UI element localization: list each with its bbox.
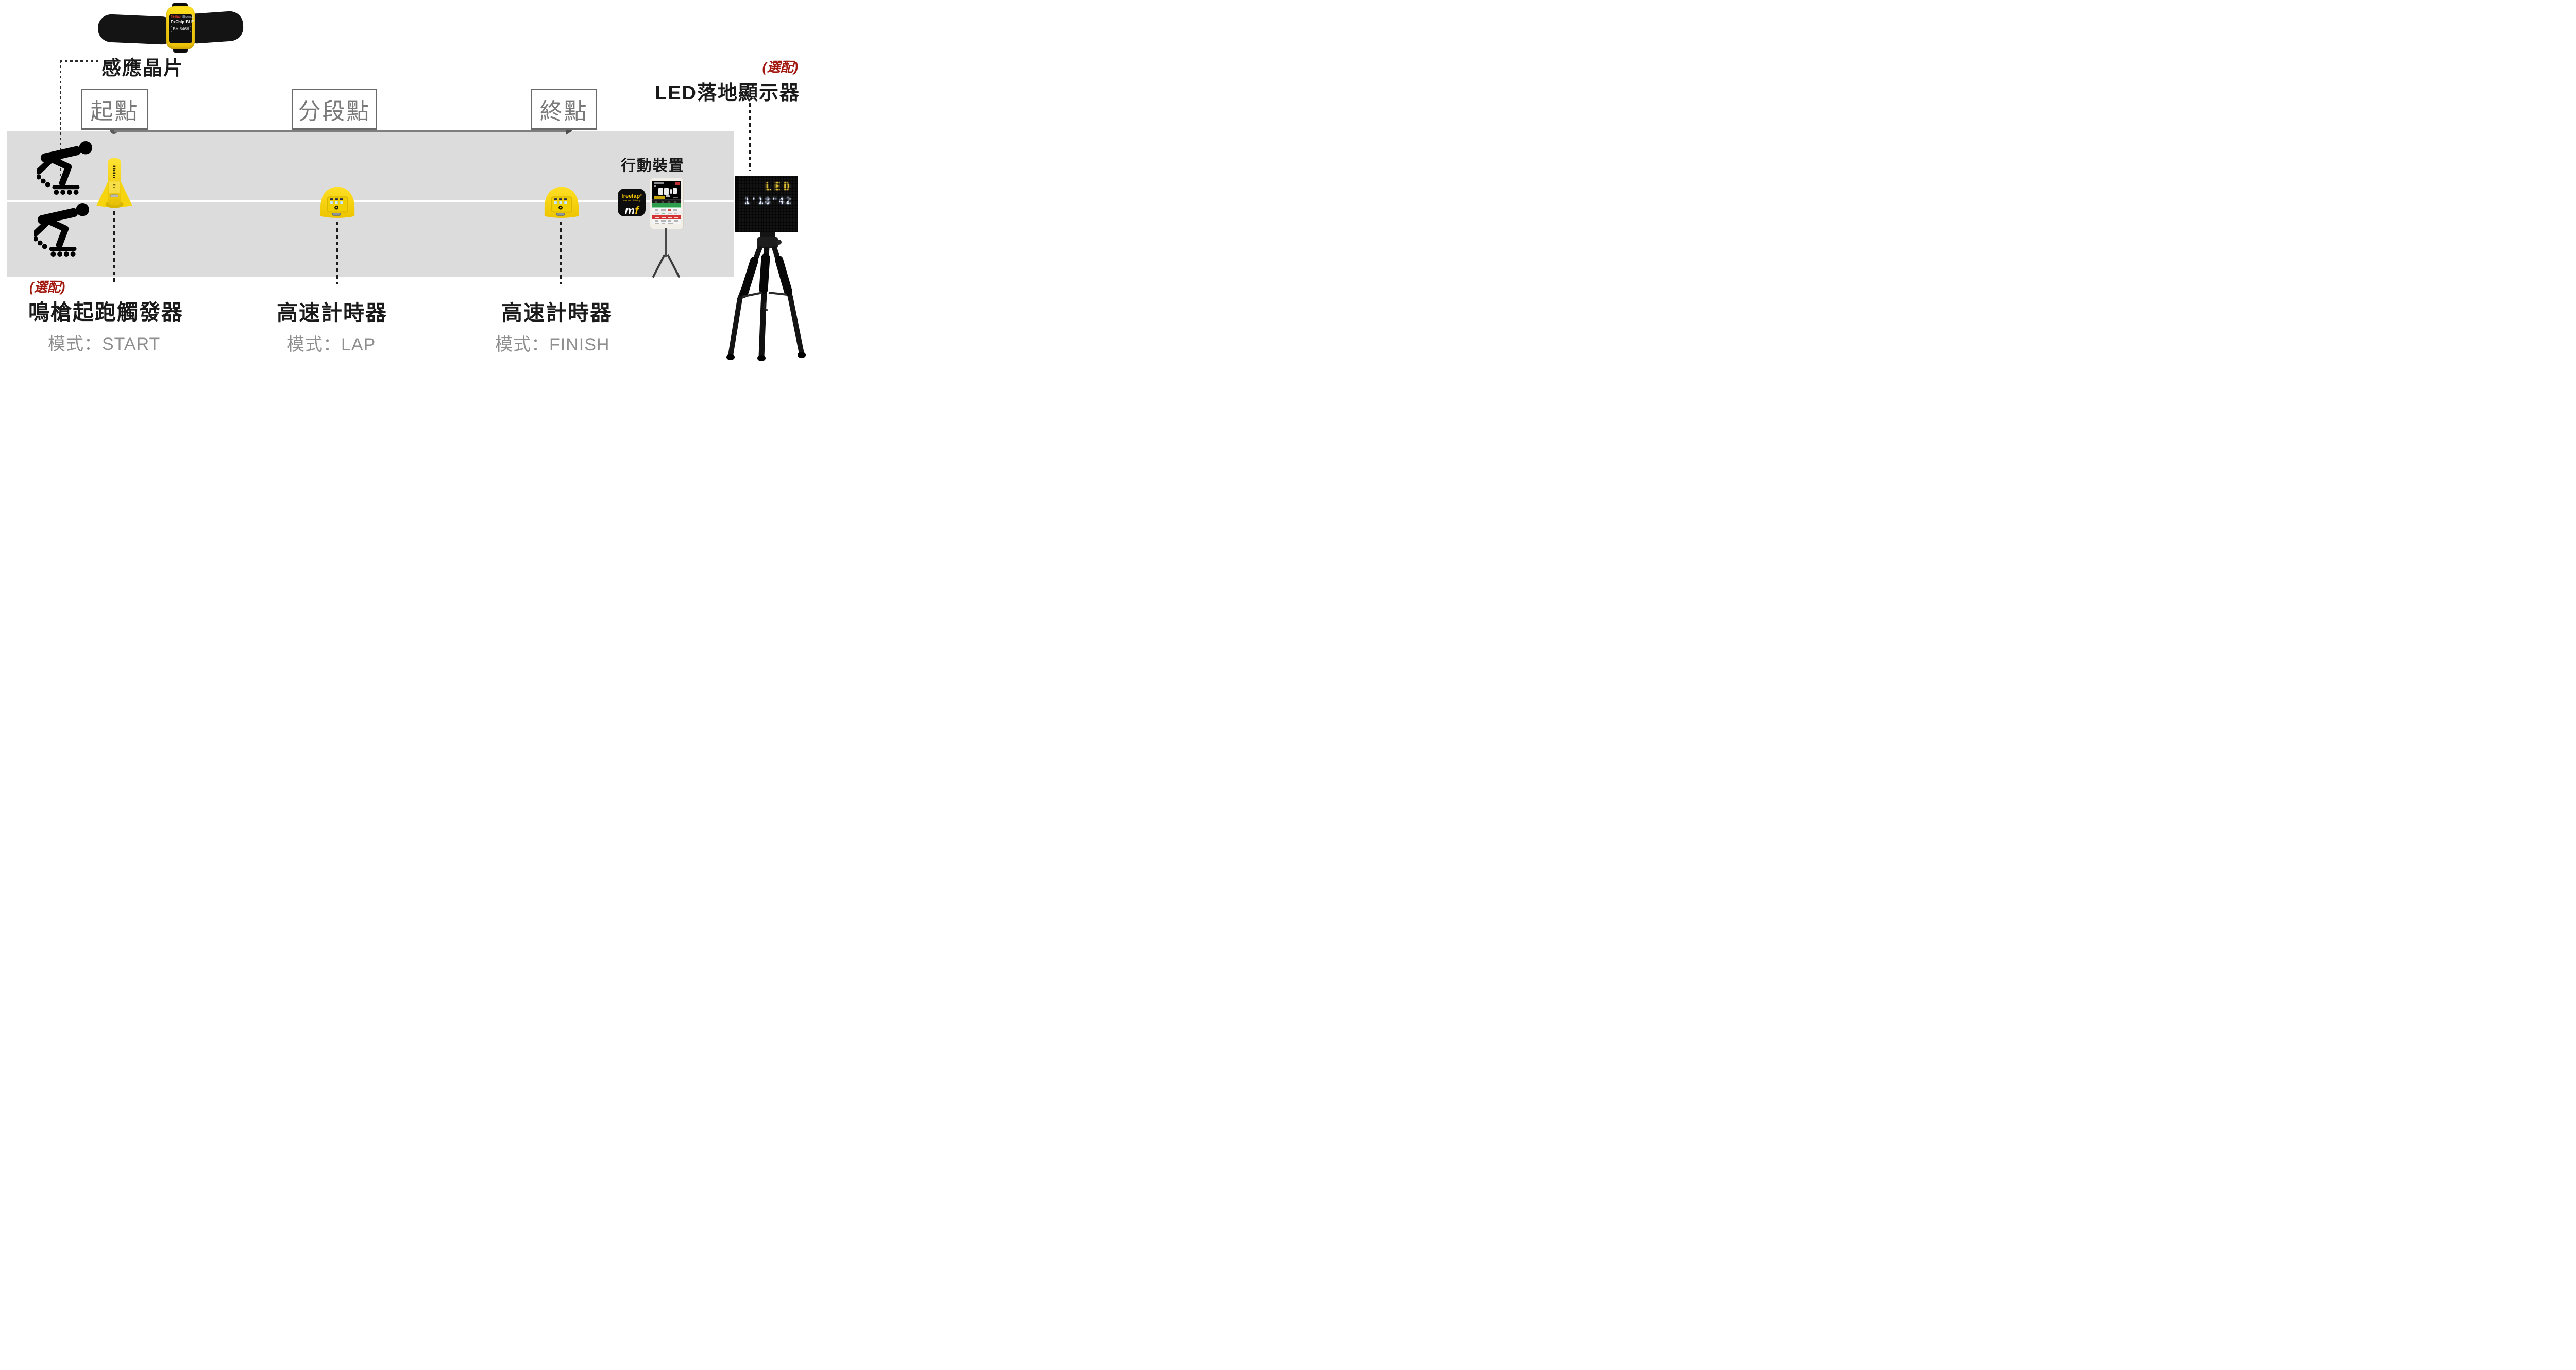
finish-timer-mode: 模式：FINISH <box>495 335 610 354</box>
app-data-row-1 <box>652 207 681 212</box>
course-arrow-line <box>114 130 568 132</box>
lap-timer-mode: 模式：LAP <box>287 335 376 354</box>
record-indicator <box>675 182 680 185</box>
app-toolbar-row <box>652 200 681 204</box>
marker-split-label: 分段點 <box>298 99 371 124</box>
bluetooth-icon: ᛒ <box>181 15 183 19</box>
app-header-row <box>652 203 681 207</box>
marker-box-finish: 終點 <box>531 89 597 130</box>
led-screen-line2: 1'18"42 <box>743 195 793 207</box>
marker-box-start: 起點 <box>81 89 148 130</box>
mobile-phone <box>650 178 684 229</box>
chip-connector-vertical <box>60 60 61 187</box>
timing-app-screen <box>652 181 681 224</box>
phone-stand-pole <box>665 228 667 257</box>
skater-icon-lane2 <box>34 202 90 257</box>
app-highlight-row <box>652 196 681 200</box>
timing-system-diagram: freelap ᛒBluetooth FxChip BLE BA-6466 感應… <box>0 0 808 364</box>
fxchip-serial: BA-6466 <box>171 26 191 32</box>
fxchip-brand: freelap <box>171 15 181 19</box>
led-display-name: LED落地顯示器 <box>654 82 800 104</box>
start-trigger-mode: 模式：START <box>48 334 161 354</box>
bluetooth-text: Bluetooth <box>183 15 195 19</box>
lap-timer-device <box>320 187 355 218</box>
skater-icon-lane1 <box>37 141 93 195</box>
led-screen-line1: LED <box>765 180 793 193</box>
finish-timer-connector <box>560 222 562 284</box>
app-header-underline <box>652 206 681 208</box>
app-logo-f: f <box>635 204 639 217</box>
marker-finish-label: 終點 <box>539 99 588 124</box>
start-trigger-optional-tag: (選配) <box>29 279 65 295</box>
sensor-chip-label: 感應晶片 <box>101 58 184 79</box>
chip-connector-horizontal <box>60 60 100 62</box>
start-trigger-device <box>96 158 132 208</box>
app-data-row-3 <box>652 218 681 224</box>
wristband-strap-left <box>97 13 176 45</box>
marker-start-label: 起點 <box>90 99 139 124</box>
led-optional-tag: (選配) <box>762 59 798 75</box>
app-logo-m: m <box>624 204 635 217</box>
app-timer-row <box>652 186 681 198</box>
app-alert-row <box>652 215 681 219</box>
start-trigger-connector <box>113 211 115 283</box>
finish-timer-name: 高速計時器 <box>501 301 612 325</box>
app-data-row-2 <box>652 211 681 215</box>
mobile-device-label: 行動裝置 <box>620 158 685 174</box>
app-status-row <box>652 181 681 187</box>
fxchip-model: FxChip BLE <box>171 20 194 24</box>
start-trigger-name: 鳴槍起跑觸發器 <box>28 300 183 324</box>
app-tagline-text: freedom of timing <box>622 199 641 202</box>
lap-timer-name: 高速計時器 <box>277 301 387 325</box>
registered-mark: ® <box>640 194 642 197</box>
marker-box-split: 分段點 <box>292 89 377 130</box>
app-brand-text: freelap <box>621 193 640 199</box>
led-connector <box>749 103 751 171</box>
led-display-panel: LED 1'18"42 <box>735 176 798 232</box>
lane-divider-line <box>7 200 801 202</box>
freelap-app-icon: freelap® freedom of timing mf <box>618 189 646 216</box>
fxchip-label: freelap ᛒBluetooth FxChip BLE BA-6466 <box>169 14 195 43</box>
led-tripod <box>726 227 806 361</box>
lap-timer-connector <box>336 222 338 284</box>
finish-timer-device <box>544 187 579 218</box>
fxchip-device: freelap ᛒBluetooth FxChip BLE BA-6466 <box>166 6 195 49</box>
